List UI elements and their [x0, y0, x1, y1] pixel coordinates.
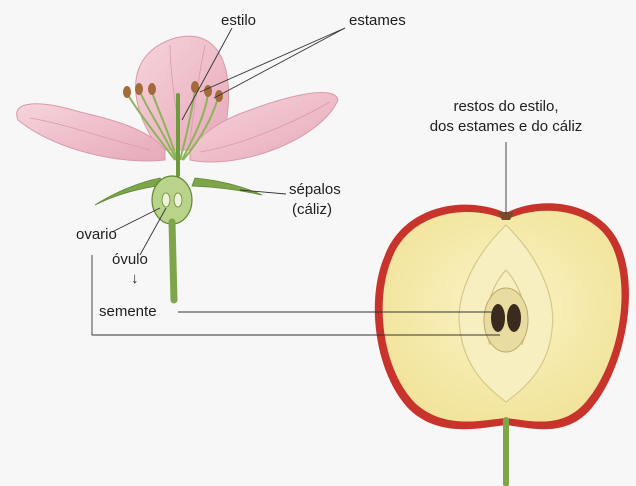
- flower-illustration: [17, 36, 338, 300]
- label-restos-line1: restos do estilo,: [399, 98, 613, 116]
- seed-left: [491, 304, 505, 332]
- label-caliz: (cáliz): [292, 201, 332, 219]
- label-semente: semente: [99, 303, 157, 321]
- label-ovario: ovario: [76, 226, 117, 244]
- seed-right: [507, 304, 521, 332]
- arrow-down-icon: ↓: [131, 270, 139, 288]
- ovule-right: [174, 193, 182, 207]
- ovule-left: [162, 193, 170, 207]
- seed-chamber: [484, 288, 528, 352]
- label-ovulo: óvulo: [112, 251, 148, 269]
- label-estames: estames: [349, 12, 406, 30]
- label-sepalos: sépalos: [289, 181, 341, 199]
- flower-stem: [172, 222, 174, 300]
- label-estilo: estilo: [221, 12, 256, 30]
- label-restos-line2: dos estames e do cáliz: [399, 118, 613, 136]
- ovary: [152, 176, 192, 224]
- apple-illustration: [375, 203, 629, 484]
